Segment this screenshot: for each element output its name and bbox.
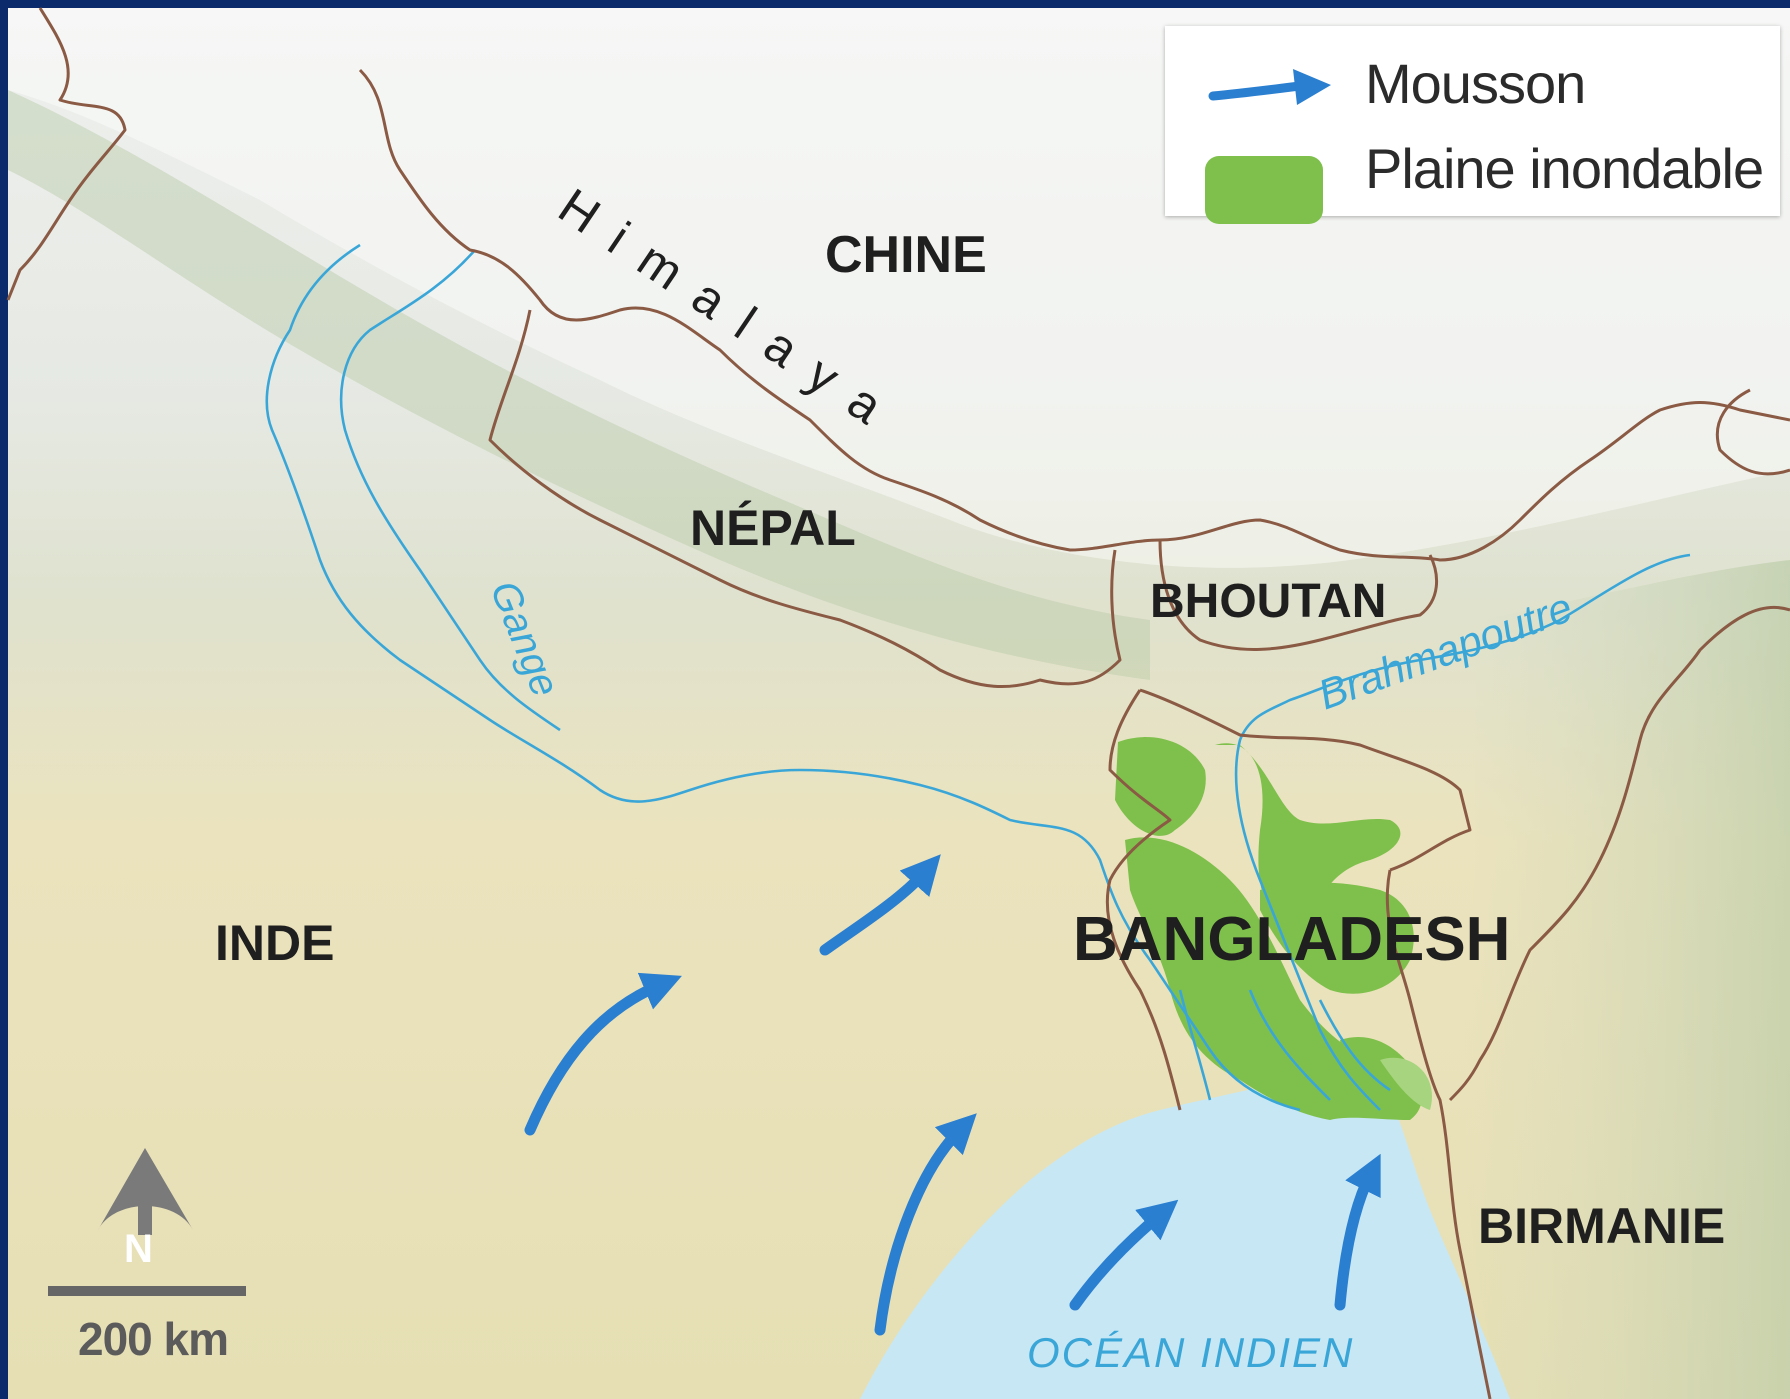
monsoon-arrow (819, 854, 941, 956)
flood-plain-swatch (1205, 156, 1323, 224)
legend-label-flood-plain: Plaine inondable (1365, 137, 1764, 200)
monsoon-arrow (524, 972, 682, 1136)
monsoon-arrows (524, 854, 1381, 1336)
monsoon-arrow (1334, 1153, 1381, 1311)
delta-channels (1178, 989, 1391, 1101)
east-hills-relief (1461, 560, 1790, 1399)
scale-bar (48, 1286, 246, 1296)
foothill-relief (8, 90, 1150, 680)
label-bhutan: BHOUTAN (1150, 575, 1386, 628)
label-burma: BIRMANIE (1478, 1198, 1725, 1254)
label-india: INDE (215, 915, 334, 971)
border-himalaya (358, 68, 1790, 562)
yamuna-river (339, 249, 561, 732)
label-bangladesh: BANGLADESH (1073, 905, 1510, 974)
legend-item-monsoon: Mousson (1165, 41, 1780, 121)
ganges-river (265, 243, 1301, 1112)
brahmaputra-river (1234, 553, 1691, 1111)
label-ocean: OCÉAN INDIEN (1027, 1329, 1354, 1376)
border-bhutan (1158, 539, 1439, 651)
border-nepal-south (488, 309, 1122, 688)
border-bangladesh-north (1139, 688, 1472, 872)
monsoon-arrow (1069, 1199, 1179, 1311)
monsoon-arrow-icon (1208, 69, 1331, 105)
border-bangladesh-east (1385, 869, 1492, 1399)
border-burma (1448, 605, 1790, 1102)
monsoon-arrow (874, 1113, 977, 1336)
border-east-edge (1715, 388, 1790, 476)
rivers (265, 243, 1691, 1112)
legend-item-flood-plain: Plaine inondable (1165, 126, 1780, 224)
label-nepal: NÉPAL (690, 500, 856, 556)
scale-label: 200 km (78, 1313, 229, 1365)
legend-label-monsoon: Mousson (1365, 52, 1586, 115)
legend-box: Mousson Plaine inondable (1165, 26, 1780, 224)
north-letter: N (124, 1227, 153, 1271)
north-arrow: N (98, 1148, 193, 1271)
label-china: CHINE (825, 226, 987, 284)
country-borders (6, 7, 1790, 1399)
border-china-west (6, 7, 127, 301)
border-bangladesh-west (1105, 689, 1182, 1111)
north-arrow-icon (98, 1148, 193, 1230)
